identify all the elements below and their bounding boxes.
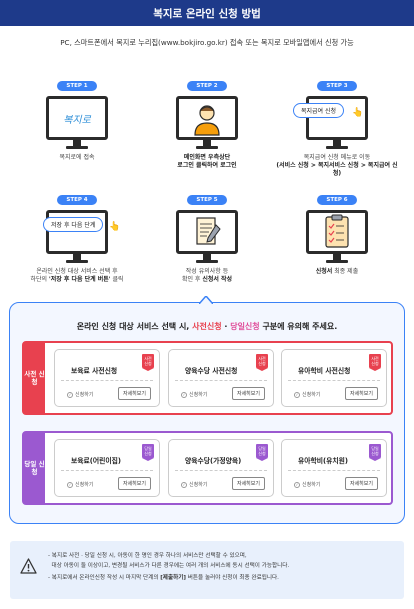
step-desc-line: 확인 후 신청서 작성 bbox=[181, 276, 233, 283]
step-desc: 복지로에 접속 bbox=[13, 154, 141, 162]
check-circle-icon: ✓ bbox=[181, 481, 187, 488]
step-desc: 복지급여 신청 메뉴로 이동 (서비스 신청 > 복지서비스 신청 > 복지급여… bbox=[273, 154, 401, 178]
step-6: STEP 6 신청서 최종 제출 bbox=[273, 186, 401, 298]
step-5: STEP 5 작성 유의사항 등 확인 후 신청서 작성 bbox=[143, 186, 271, 298]
service-selection-box: 온라인 신청 대상 서비스 선택 시, 사전신청 · 당일신청 구분에 유의해 … bbox=[9, 302, 405, 524]
warning-icon bbox=[20, 558, 37, 574]
detail-button[interactable]: 자세히보기 bbox=[344, 387, 378, 400]
step-badge: STEP 1 bbox=[57, 81, 97, 91]
card-tag: 당일 신청 bbox=[369, 444, 381, 461]
card-tag: 사전 신청 bbox=[256, 354, 268, 371]
card-tag: 사전 신청 bbox=[142, 354, 154, 371]
advance-application-row: 사전 신청 보육료 사전신청 사전 신청 ✓신청하기 자세히보기 양육수당 사전… bbox=[22, 341, 393, 415]
service-card: 보육료 사전신청 사전 신청 ✓신청하기 자세히보기 bbox=[54, 349, 160, 407]
card-tag: 사전 신청 bbox=[369, 354, 381, 371]
page-subtitle: PC, 스마트폰에서 복지로 누리집(www.bokjiro.go.kr) 접속… bbox=[60, 38, 354, 47]
pointer-hand-icon: 👆 bbox=[109, 222, 121, 232]
detail-button[interactable]: 자세히보기 bbox=[231, 387, 265, 400]
row-label: 당일 신청 bbox=[24, 433, 45, 503]
page-title: 복지로 온라인 신청 방법 bbox=[153, 7, 261, 20]
step-badge: STEP 5 bbox=[187, 195, 227, 205]
step-desc-line: 메인화면 우측상단 bbox=[183, 154, 231, 161]
card-title: 보육료(어린이집) bbox=[71, 457, 121, 465]
clipboard-icon bbox=[325, 214, 349, 248]
monitor-icon bbox=[176, 96, 238, 140]
step-desc-line: 하단의 '저장 후 다음 단계 버튼' 클릭 bbox=[30, 276, 124, 283]
service-card: 유아학비(유치원) 당일 신청 ✓신청하기 자세히보기 bbox=[281, 439, 387, 497]
step-desc-line: 신청서 최종 제출 bbox=[315, 268, 359, 275]
document-pen-icon bbox=[196, 217, 221, 245]
bokjiro-logo: 복지로 bbox=[63, 115, 91, 126]
notice-line: - 복지로 사전 · 당일 신청 시, 아동이 한 명인 경우 하나의 서비스만… bbox=[48, 553, 247, 559]
check-circle-icon: ✓ bbox=[67, 391, 73, 398]
welfare-apply-button[interactable]: 복지급여 신청 bbox=[293, 103, 345, 118]
step-desc: 작성 유의사항 등 확인 후 신청서 작성 bbox=[143, 268, 271, 284]
pointer-hand-icon: 👆 bbox=[352, 108, 364, 118]
card-tag: 당일 신청 bbox=[256, 444, 268, 461]
monitor-icon bbox=[306, 210, 368, 254]
step-badge: STEP 2 bbox=[187, 81, 227, 91]
step-desc-line: 복지로에 접속 bbox=[59, 154, 95, 161]
step-desc-line: 작성 유의사항 등 bbox=[185, 268, 229, 275]
step-1: STEP 1 복지로 복지로에 접속 bbox=[13, 72, 141, 184]
step-desc-line: 온라인 신청 대상 서비스 선택 후 bbox=[36, 268, 118, 275]
apply-option[interactable]: ✓신청하기 bbox=[67, 391, 94, 398]
step-desc: 신청서 최종 제출 bbox=[273, 268, 401, 276]
detail-button[interactable]: 자세히보기 bbox=[344, 477, 378, 490]
service-selection-title: 온라인 신청 대상 서비스 선택 시, 사전신청 · 당일신청 구분에 유의해 … bbox=[76, 322, 338, 331]
step-desc-line: 복지급여 신청 메뉴로 이동 bbox=[303, 154, 371, 161]
step-badge: STEP 6 bbox=[317, 195, 357, 205]
card-tag: 당일 신청 bbox=[142, 444, 154, 461]
sameday-application-row: 당일 신청 보육료(어린이집) 당일 신청 ✓신청하기 자세히보기 양육수당(가… bbox=[22, 431, 393, 505]
step-desc: 온라인 신청 대상 서비스 선택 후 하단의 '저장 후 다음 단계 버튼' 클… bbox=[13, 268, 141, 284]
check-circle-icon: ✓ bbox=[294, 391, 300, 398]
step-badge: STEP 4 bbox=[57, 195, 97, 205]
notice-text: - 복지로 사전 · 당일 신청 시, 아동이 한 명인 경우 하나의 서비스만… bbox=[48, 551, 289, 583]
box-pointer-notch bbox=[199, 296, 213, 304]
save-next-step-button[interactable]: 저장 후 다음 단계 bbox=[43, 217, 104, 232]
card-title: 유아학비 사전신청 bbox=[298, 367, 351, 375]
notice-line: 대상 아동이 둘 이상이고, 변경될 서비스가 다른 경우에는 여러 개의 서비… bbox=[48, 563, 290, 569]
card-title: 양육수당(가정양육) bbox=[185, 457, 242, 465]
apply-option[interactable]: ✓신청하기 bbox=[181, 391, 208, 398]
page-header: 복지로 온라인 신청 방법 bbox=[0, 0, 414, 26]
card-title: 양육수당 사전신청 bbox=[185, 367, 238, 375]
check-circle-icon: ✓ bbox=[67, 481, 73, 488]
step-4: STEP 4 온라인 신청 대상 서비스 선택 후 하단의 '저장 후 다음 단… bbox=[13, 186, 141, 298]
apply-option[interactable]: ✓신청하기 bbox=[294, 391, 321, 398]
apply-option[interactable]: ✓신청하기 bbox=[181, 481, 208, 488]
step-desc: 메인화면 우측상단 로그인 클릭하여 로그인 bbox=[143, 154, 271, 170]
notice-panel: - 복지로 사전 · 당일 신청 시, 아동이 한 명인 경우 하나의 서비스만… bbox=[10, 541, 404, 599]
service-card: 유아학비 사전신청 사전 신청 ✓신청하기 자세히보기 bbox=[281, 349, 387, 407]
check-circle-icon: ✓ bbox=[294, 481, 300, 488]
step-badge: STEP 3 bbox=[317, 81, 357, 91]
detail-button[interactable]: 자세히보기 bbox=[231, 477, 265, 490]
service-card: 보육료(어린이집) 당일 신청 ✓신청하기 자세히보기 bbox=[54, 439, 160, 497]
check-circle-icon: ✓ bbox=[181, 391, 187, 398]
step-2: STEP 2 메인화면 우측상단 로그인 클릭하여 로그인 bbox=[143, 72, 271, 184]
row-label: 사전 신청 bbox=[24, 343, 45, 413]
service-card: 양육수당(가정양육) 당일 신청 ✓신청하기 자세히보기 bbox=[168, 439, 274, 497]
card-title: 보육료 사전신청 bbox=[71, 367, 118, 375]
card-title: 유아학비(유치원) bbox=[298, 457, 348, 465]
step-desc-line: (서비스 신청 > 복지서비스 신청 > 복지급여 신청) bbox=[276, 162, 398, 177]
step-3: STEP 3 복지급여 신청 메뉴로 이동 (서비스 신청 > 복지서비스 신청… bbox=[273, 72, 401, 184]
detail-button[interactable]: 자세히보기 bbox=[117, 387, 151, 400]
user-icon bbox=[194, 105, 220, 136]
service-card: 양육수당 사전신청 사전 신청 ✓신청하기 자세히보기 bbox=[168, 349, 274, 407]
detail-button[interactable]: 자세히보기 bbox=[117, 477, 151, 490]
apply-option[interactable]: ✓신청하기 bbox=[294, 481, 321, 488]
monitor-icon bbox=[176, 210, 238, 254]
step-desc-line: 로그인 클릭하여 로그인 bbox=[177, 162, 237, 169]
monitor-icon: 복지로 bbox=[46, 96, 108, 140]
apply-option[interactable]: ✓신청하기 bbox=[67, 481, 94, 488]
notice-line: - 복지로에서 온라인신청 작성 시 마지막 단계의 [제출하기] 버튼을 눌러… bbox=[48, 575, 279, 581]
